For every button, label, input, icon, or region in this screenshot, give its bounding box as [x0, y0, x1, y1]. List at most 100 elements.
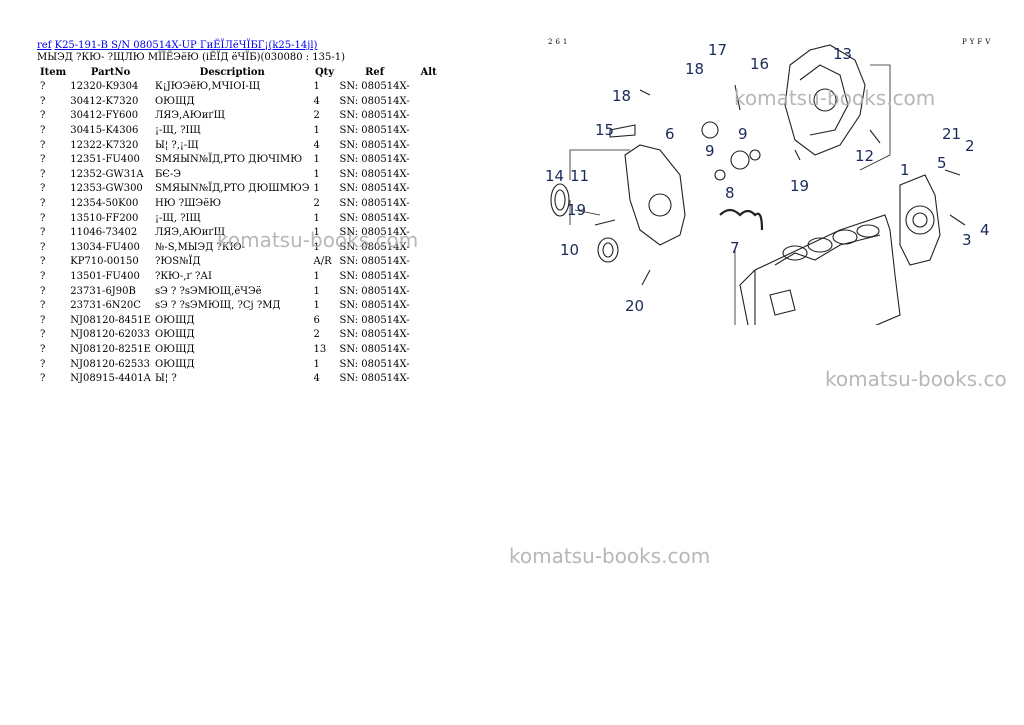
cell-description: ?КЮ-,ґ ?АІ [154, 271, 212, 283]
cell-description: Ы¦ ? [154, 373, 177, 385]
cell-description: ?ЮЅ№ЇД [154, 256, 201, 268]
cell-ref: SN: 080514X- [339, 358, 410, 370]
model-link[interactable]: K25-191-B S/N 080514X-UP ГиЁЇЛёЧЇБГ¡(k25… [54, 40, 318, 51]
callout-label: 9 [738, 125, 748, 143]
col-ref: Ref [365, 67, 385, 78]
cell-item: ? [40, 110, 46, 122]
cell-partno: 13501-FU400 [70, 271, 140, 283]
cell-description: Ы¦ ?,¡-Щ [154, 139, 199, 151]
cell-qty: 1 [313, 241, 320, 253]
cell-item: ? [40, 241, 46, 253]
callout-label: 19 [790, 177, 809, 195]
callout-label: 18 [612, 87, 631, 105]
cell-partno: NJ08120-8251E [70, 343, 151, 355]
cell-qty: 6 [313, 314, 320, 326]
cell-description: ¡-Щ, ?ІЩ [154, 125, 201, 137]
cell-alt [412, 328, 446, 343]
cell-ref: SN: 080514X- [339, 256, 410, 268]
cell-qty: 2 [313, 110, 320, 122]
cell-qty: 2 [313, 329, 320, 341]
watermark: komatsu-books.com [734, 86, 936, 110]
cell-ref: SN: 080514X- [339, 154, 410, 166]
cell-ref: SN: 080514X- [339, 314, 410, 326]
callout-label: 8 [725, 184, 735, 202]
cell-qty: 1 [313, 300, 320, 312]
engine-block-shape [739, 214, 901, 325]
cell-alt [412, 138, 446, 153]
cell-description: БЄ-Э [154, 168, 181, 180]
cell-ref: SN: 080514X- [339, 329, 410, 341]
cell-alt [412, 153, 446, 168]
cell-description: ЛЯЭ,АЮиґЩ [154, 227, 226, 239]
cell-ref: SN: 080514X- [339, 139, 410, 151]
cell-alt [412, 211, 446, 226]
cell-item: ? [40, 125, 46, 137]
cell-ref: SN: 080514X- [339, 373, 410, 385]
callout-label: 13 [833, 45, 852, 63]
cell-item: ? [40, 198, 46, 210]
cell-alt [412, 314, 446, 329]
cell-partno: NJ08120-8451E [70, 314, 151, 326]
cell-alt [412, 109, 446, 124]
cell-partno: 13510-FF200 [70, 212, 139, 224]
cell-partno: 13034-FU400 [70, 241, 140, 253]
cell-description: ¡-Щ, ?ІЩ [154, 212, 201, 224]
cell-ref: SN: 080514X- [339, 241, 410, 253]
cell-ref: SN: 080514X- [339, 168, 410, 180]
cell-ref: SN: 080514X- [339, 110, 410, 122]
cell-qty: 1 [313, 227, 320, 239]
cell-partno: 12353-GW300 [70, 183, 143, 195]
cell-description: ОЮЩД [154, 329, 195, 341]
cell-ref: SN: 080514X- [339, 125, 410, 137]
callout-label: 17 [708, 41, 727, 59]
cell-description: sЭ ? ?sЭМЮЩ,ёЧЭё [154, 285, 262, 297]
cell-alt [412, 270, 446, 285]
callout-label: 5 [937, 154, 947, 172]
cell-qty: 1 [313, 358, 320, 370]
cell-item: ? [40, 183, 46, 195]
cell-description: ОЮЩД [154, 95, 195, 107]
cell-description: ЛЯЭ,АЮиґЩ [154, 110, 226, 122]
cell-description: SМЯЫN№ЇД,РТО ДЮШМЮЭ [154, 183, 310, 195]
rear-plate-shape [899, 174, 941, 266]
col-qty: Qty [314, 67, 335, 78]
cell-item: ? [40, 95, 46, 107]
callout-label: 16 [750, 55, 769, 73]
cell-qty: 1 [313, 81, 320, 93]
col-description: Description [199, 67, 265, 78]
cell-qty: 1 [313, 154, 320, 166]
chain-shape [719, 208, 764, 231]
cell-ref: SN: 080514X- [339, 198, 410, 210]
cell-ref: SN: 080514X- [339, 343, 410, 355]
cell-partno: 23731-6J90B [70, 285, 136, 297]
page-subtitle: МЫЭД ?КЮ- ?ЩЛЮ МЇЇЁЭёЮ (іЁЇД ёЧЇБ)(03008… [37, 52, 346, 63]
col-partno: PartNo [90, 67, 131, 78]
callout-label: 12 [855, 147, 874, 165]
watermark: komatsu-books.com [509, 544, 711, 568]
cell-ref: SN: 080514X- [339, 212, 410, 224]
cell-item: ? [40, 271, 46, 283]
callout-label: 11 [570, 167, 589, 185]
cell-ref: SN: 080514X- [339, 227, 410, 239]
cell-partno: 23731-6N20C [70, 300, 141, 312]
cell-ref: SN: 080514X- [339, 271, 410, 283]
cell-partno: NJ08915-4401A [70, 373, 151, 385]
callout-label: 7 [730, 239, 740, 257]
callout-label: 15 [595, 121, 614, 139]
cell-alt [412, 343, 446, 358]
ref-link[interactable]: ref [37, 40, 52, 51]
cell-item: ? [40, 314, 46, 326]
cell-qty: 4 [313, 139, 320, 151]
